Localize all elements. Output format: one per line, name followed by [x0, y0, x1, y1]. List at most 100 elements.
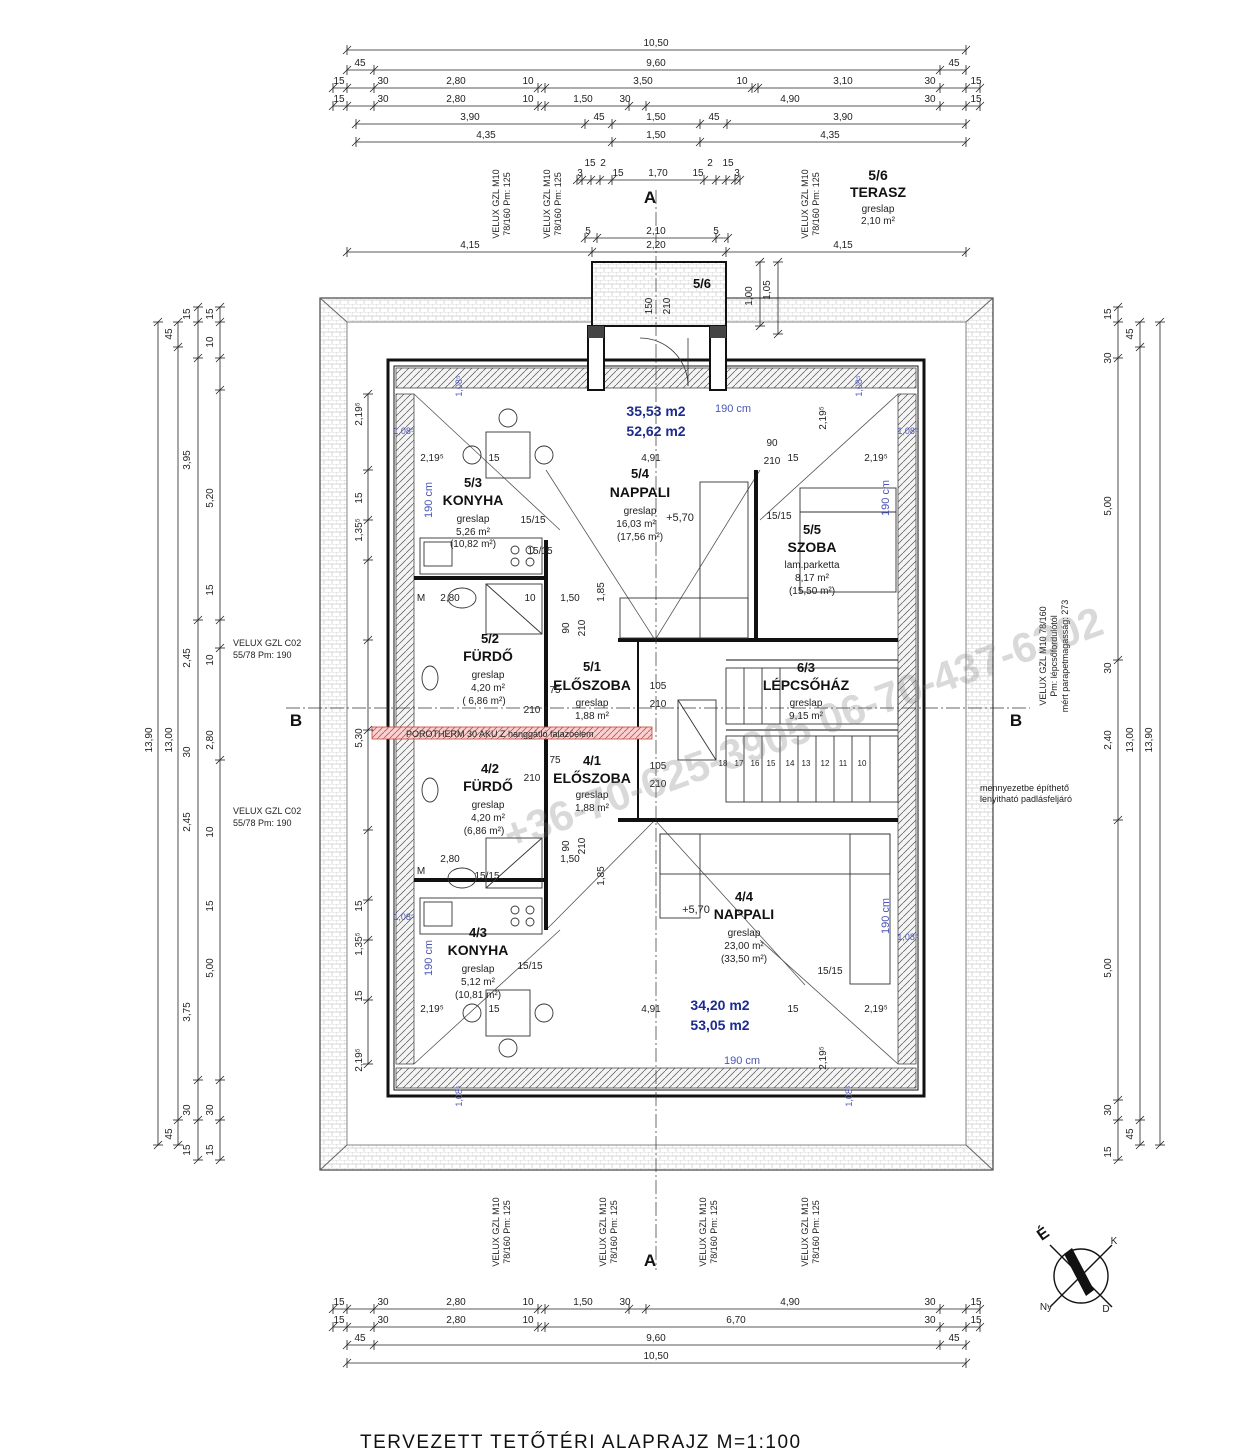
section-mark-b: B — [1010, 711, 1022, 730]
dim-text: 90 — [766, 438, 778, 449]
room-4-4: 4/4 NAPPALI greslap 23,00 m² (33,50 m²) — [714, 889, 774, 965]
window-label: mért parapetmagasság: 273 — [1060, 600, 1070, 713]
room-name: FÜRDŐ — [463, 777, 513, 794]
dim-text: 15 — [970, 94, 982, 105]
dim-text: 2,80 — [446, 1315, 466, 1326]
dim-text: 5,20 — [205, 488, 216, 508]
dim-text: 45 — [948, 1333, 960, 1344]
room-area-total: (10,82 m²) — [450, 539, 496, 550]
annotations-top: 190 cm 190 cm 190 cm 1,08⁵ 1,08⁵ 1,08⁵ 1… — [393, 375, 919, 716]
flat-totals: 35,53 m2 52,62 m2 34,20 m2 53,05 m2 — [626, 403, 749, 1033]
dim-text: 1,50 — [646, 112, 666, 123]
section-mark-a: A — [644, 1251, 656, 1270]
dim-text: 15 — [354, 492, 365, 504]
dim-text: 1,35⁵ — [354, 932, 365, 956]
room-area: 8,17 m² — [795, 573, 830, 584]
dim-text: 1,85 — [596, 866, 607, 886]
dim-text: 2 — [600, 158, 606, 169]
dim-text: 30 — [924, 94, 936, 105]
dim-text: 2,19⁵ — [864, 1004, 888, 1015]
dim-text: 2 — [707, 158, 713, 169]
dim-text: 4,35 — [476, 130, 496, 141]
dim-text: 2,19⁵ — [420, 1004, 444, 1015]
dim-text: 5,30 — [354, 728, 365, 748]
dim-text: 75 — [549, 755, 561, 766]
dim-text: 210 — [764, 456, 781, 467]
dim-text: 45 — [164, 1128, 175, 1140]
dim-text: 210 — [650, 699, 667, 710]
dim-text: 5 — [713, 226, 719, 237]
dim-text: 30 — [182, 746, 193, 758]
window-label: VELUX GZL M10 — [491, 169, 501, 238]
dim-text: 10 — [522, 1315, 534, 1326]
floor-finish: greslap — [576, 698, 609, 709]
dim-text: 9,60 — [646, 58, 666, 69]
dim-text: 2,80 — [446, 1297, 466, 1308]
annotations-bottom: 190 cm 190 cm 190 cm 1,08⁵ 1,08⁵ 1,08⁵ 1… — [393, 755, 919, 1107]
porch-labels: 5/6 150 210 1,00 1,05 — [644, 276, 773, 314]
floor-finish: lam.parketta — [784, 560, 839, 571]
step-number: 11 — [839, 759, 848, 768]
room-area: 23,00 m² — [724, 941, 764, 952]
dim-text: 1,05 — [762, 280, 773, 300]
dim-text: 1,00 — [744, 286, 755, 306]
section-mark-a: A — [644, 188, 656, 207]
stair-step-numbers: 18 17 16 15 14 13 12 11 10 — [719, 759, 867, 768]
floor-finish: greslap — [576, 790, 609, 801]
dim-text: 1,50 — [646, 130, 666, 141]
room-number: 5/6 — [868, 167, 888, 183]
dim-text: 15 — [205, 1144, 216, 1156]
room-number: 4/4 — [735, 889, 754, 904]
dim-text: 4,91 — [641, 453, 661, 464]
dim-text: 15 — [970, 1297, 982, 1308]
dim-text: 2,19⁵ — [818, 406, 829, 430]
dim-text: 30 — [377, 76, 389, 87]
room-4-1: 4/1 ELŐSZOBA greslap 1,88 m² — [553, 753, 631, 814]
dim-text: 190 cm — [423, 940, 435, 976]
dim-text: 15 — [970, 76, 982, 87]
window-label: 78/160 Pm: 125 — [811, 1200, 821, 1264]
dim-text: 2,19⁵ — [354, 1048, 365, 1072]
dim-text: 190 cm — [880, 898, 892, 934]
dim-text: 2,80 — [440, 854, 460, 865]
dim-text: 30 — [182, 1104, 193, 1116]
dim-text: 45 — [164, 328, 175, 340]
room-number: 4/3 — [469, 925, 487, 940]
dim-text: 1,08⁵ — [393, 426, 415, 436]
room-area: 4,20 m² — [471, 683, 506, 694]
dim-text: 30 — [377, 1315, 389, 1326]
dim-text: 13,00 — [164, 727, 175, 752]
room-area: 2,10 m² — [861, 216, 896, 227]
dim-text: 15 — [488, 1004, 500, 1015]
dim-text: 190 cm — [715, 403, 751, 415]
window-label: VELUX GZL M10 — [542, 169, 552, 238]
room-5-4: 5/4 NAPPALI greslap 16,03 m² (17,56 m²) — [610, 466, 670, 543]
room-5-3: 5/3 KONYHA greslap 5,26 m² (10,82 m²) — [443, 475, 504, 550]
bottom-dimensions: 15 30 2,80 10 1,50 30 4,90 30 15 15 30 2… — [333, 1297, 982, 1362]
dim-text: 15/15 — [527, 546, 552, 557]
dim-text: 2,80 — [446, 76, 466, 87]
attic-ladder-note: mennyezetbe építhető lenyitható padlásfe… — [980, 783, 1072, 804]
dim-text: 4,15 — [460, 240, 480, 251]
step-number: 16 — [751, 759, 760, 768]
window-label: 55/78 Pm: 190 — [233, 650, 292, 660]
room-area-total: (6,86 m²) — [464, 826, 505, 837]
dim-text: 3,75 — [182, 1002, 193, 1022]
window-label: 78/160 Pm: 125 — [502, 172, 512, 236]
dim-text: 15 — [354, 990, 365, 1002]
dimension-lines — [153, 45, 1165, 1368]
dim-text: M — [417, 866, 425, 877]
dim-text: 90 — [561, 840, 572, 852]
room-area-total: (17,56 m²) — [617, 532, 663, 543]
floor-finish: greslap — [728, 928, 761, 939]
window-label: 55/78 Pm: 190 — [233, 818, 292, 828]
room-number: 4/2 — [481, 761, 499, 776]
dim-text: 210 — [662, 297, 673, 314]
compass: É K D Ny — [1033, 1222, 1118, 1315]
room-4-3: 4/3 KONYHA greslap 5,12 m² (10,81 m²) — [448, 925, 509, 1001]
step-number: 17 — [735, 759, 744, 768]
dim-text: 30 — [924, 1297, 936, 1308]
dim-text: 13,90 — [144, 727, 155, 752]
dim-text: 1,35⁵ — [354, 518, 365, 542]
